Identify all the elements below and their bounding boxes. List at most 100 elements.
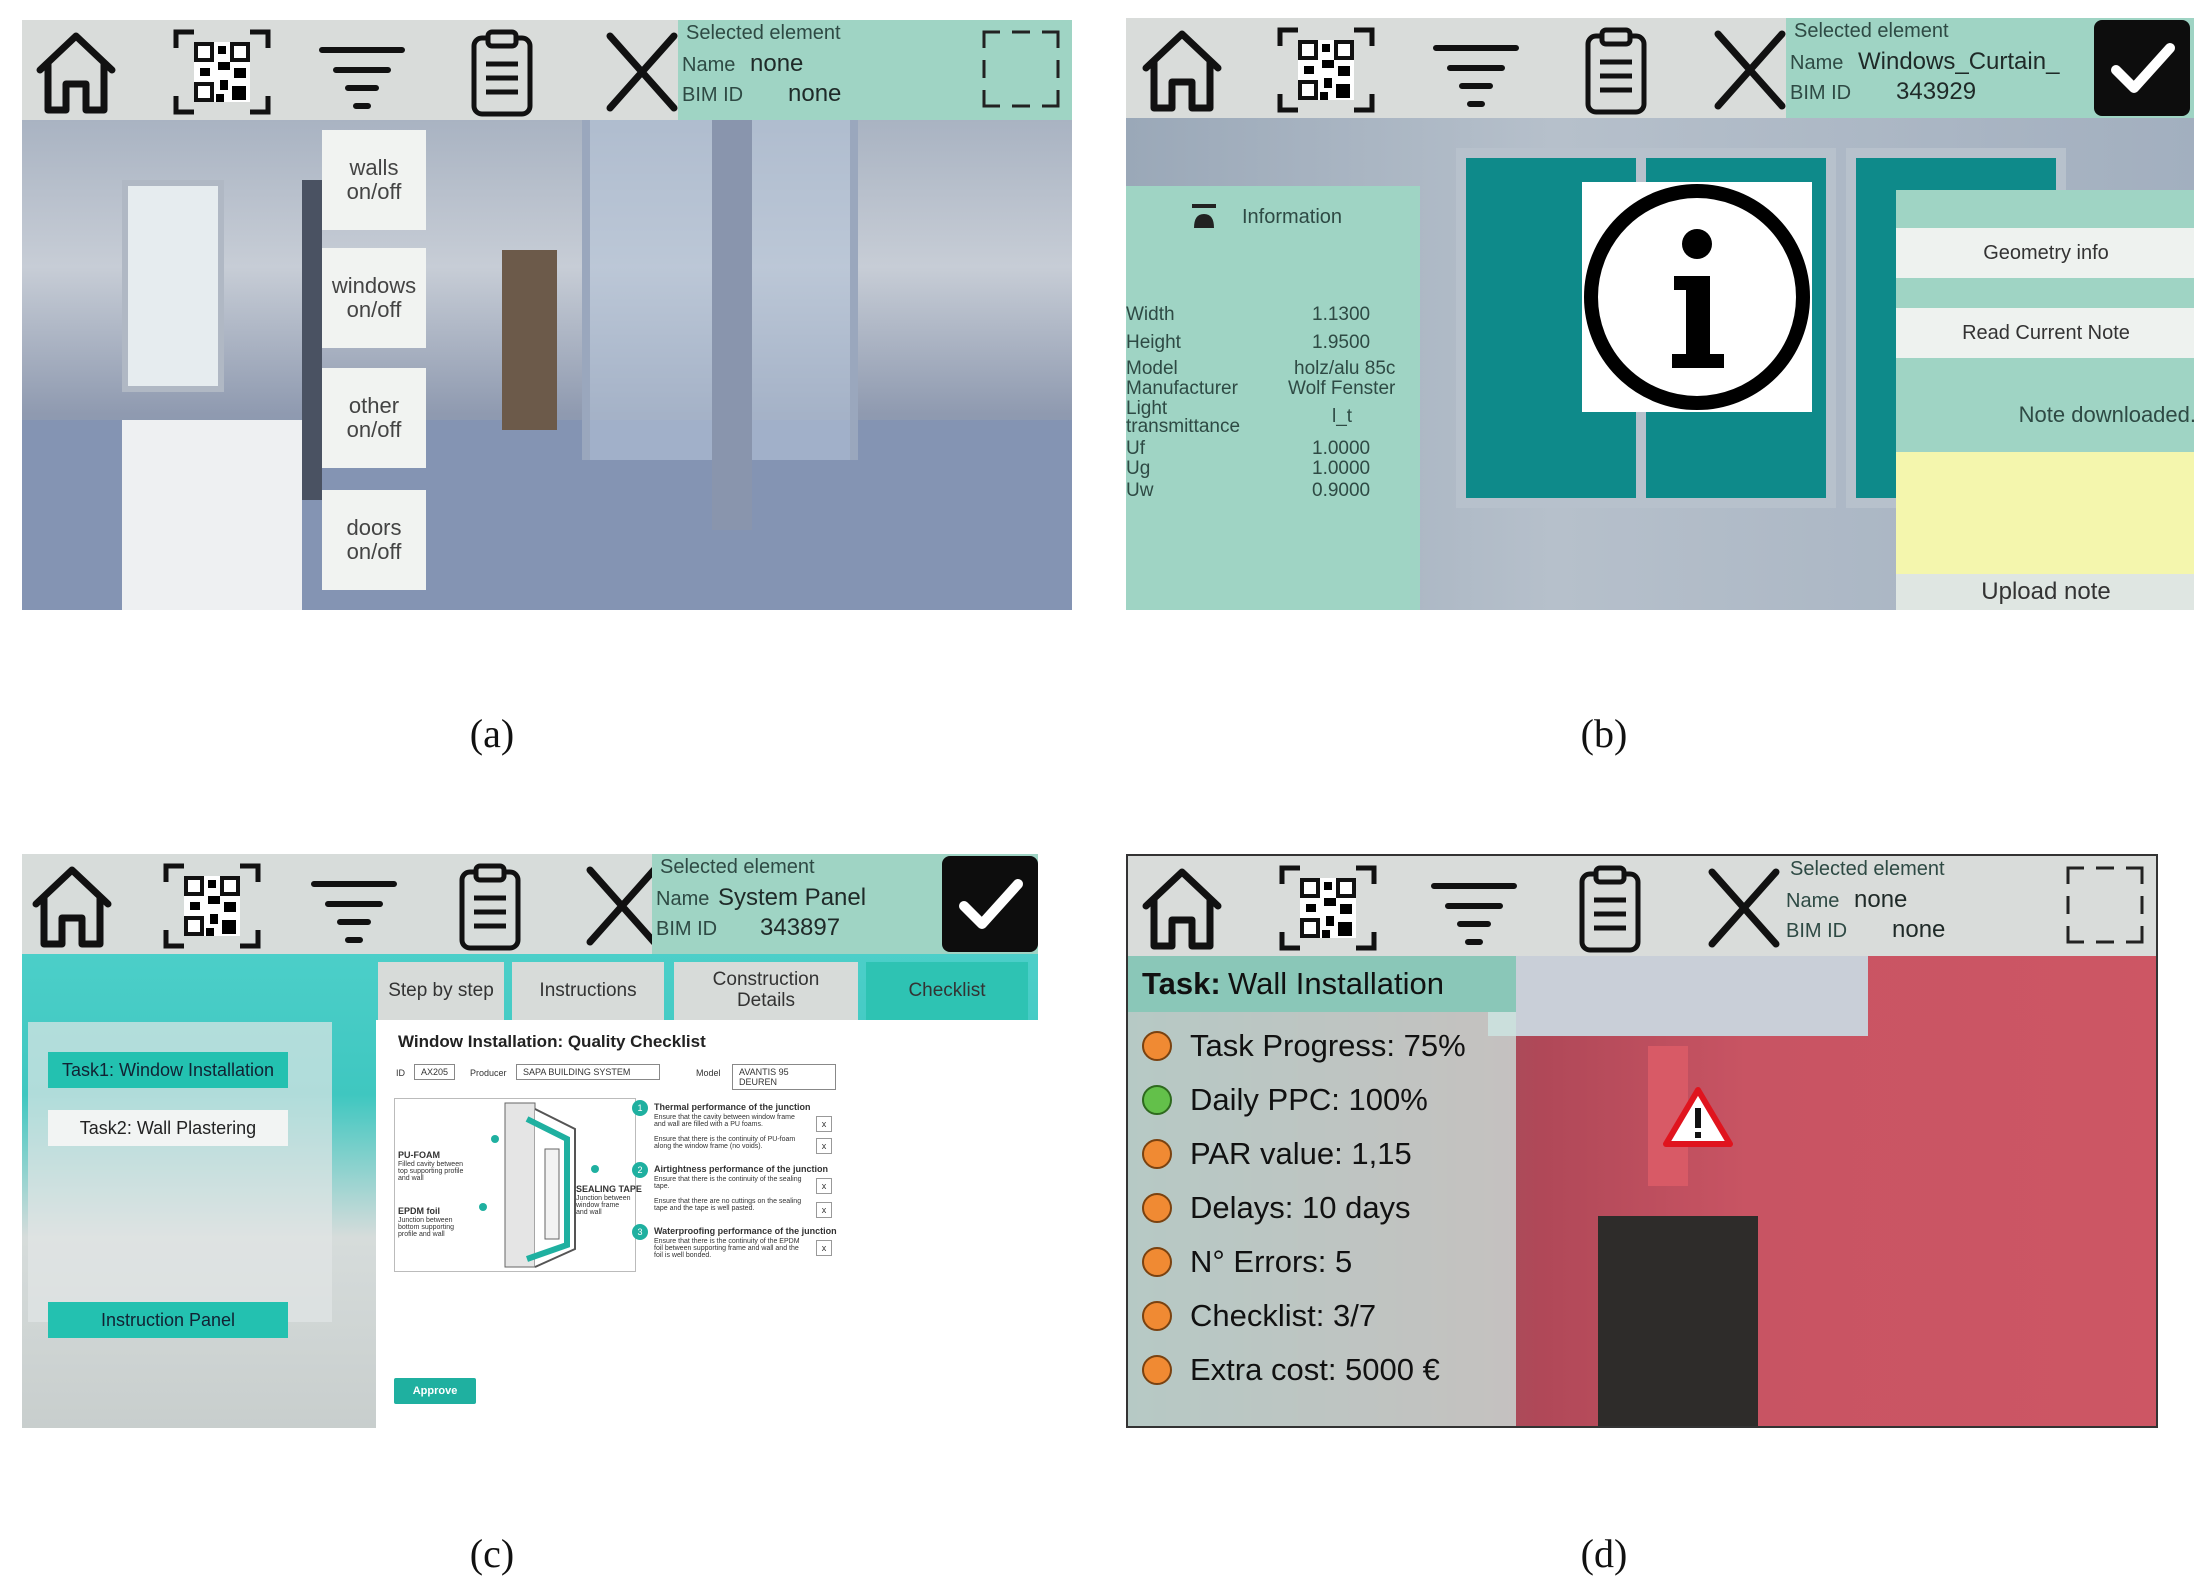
note-text-area[interactable] (1896, 452, 2194, 592)
metric-delays: Delays: 10 days (1142, 1188, 1411, 1228)
check-box[interactable]: x (816, 1202, 832, 1218)
id-label: ID (396, 1068, 405, 1078)
panel-a: Selected element Name none BIM ID none w… (22, 20, 1072, 610)
home-icon[interactable] (26, 26, 126, 118)
selected-element-title: Selected element (660, 856, 815, 878)
check-number: 2 (632, 1162, 648, 1178)
selected-element-title: Selected element (686, 22, 841, 44)
id-field[interactable]: AX205 (414, 1064, 456, 1080)
filter-icon[interactable] (1426, 24, 1526, 116)
metric-daily-ppc: Daily PPC: 100% (1142, 1080, 1428, 1120)
tab-checklist[interactable]: Checklist (866, 962, 1028, 1020)
filter-icon[interactable] (312, 26, 412, 118)
status-dot (1142, 1355, 1172, 1385)
panel-d: Selected element Name none BIM ID none T… (1126, 854, 2158, 1428)
metric-errors: N° Errors: 5 (1142, 1242, 1352, 1282)
doorway (502, 250, 557, 430)
qr-code-icon[interactable] (1278, 862, 1378, 954)
filter-icon[interactable] (304, 860, 404, 952)
read-current-note-button[interactable]: Read Current Note (1896, 308, 2194, 358)
upload-note-button[interactable]: Upload note (1896, 574, 2194, 610)
home-icon[interactable] (1132, 862, 1232, 954)
windows-toggle-button[interactable]: windows on/off (322, 248, 426, 348)
qr-code-icon[interactable] (1276, 24, 1376, 116)
selected-bim-id: 343897 (760, 914, 841, 941)
bim-3d-view[interactable] (22, 120, 1072, 610)
task-item-wall-plastering[interactable]: Task2: Wall Plastering (48, 1110, 288, 1146)
check-box[interactable]: x (816, 1116, 832, 1132)
bim-id-label: BIM ID (656, 918, 718, 940)
close-icon[interactable] (592, 26, 692, 118)
producer-field[interactable]: SAPA BUILDING SYSTEM (516, 1064, 660, 1080)
check-number: 3 (632, 1224, 648, 1240)
close-icon[interactable] (1694, 862, 1794, 954)
home-icon[interactable] (22, 860, 122, 952)
task-item-window-installation[interactable]: Task1: Window Installation (48, 1052, 288, 1088)
empty-frame-icon (2064, 864, 2146, 946)
check-item: Ensure that the cavity between window fr… (654, 1114, 795, 1128)
home-icon[interactable] (1132, 24, 1232, 116)
check-item: Ensure that there is the continuity of t… (654, 1176, 802, 1190)
clipboard-icon[interactable] (440, 860, 540, 952)
qr-code-icon[interactable] (172, 26, 272, 118)
close-icon[interactable] (1700, 24, 1800, 116)
selected-element-box: Selected element Name System Panel BIM I… (652, 854, 1038, 954)
tab-instructions[interactable]: Instructions (512, 962, 664, 1020)
selected-element-title: Selected element (1794, 20, 1949, 42)
walls-toggle-button[interactable]: walls on/off (322, 130, 426, 230)
name-label: Name (682, 54, 736, 76)
check-box[interactable]: x (816, 1178, 832, 1194)
toolbar: Selected element Name none BIM ID none (1128, 856, 2156, 956)
selected-bim-id: 343929 (1896, 78, 1977, 105)
selected-bim-id: none (788, 80, 842, 107)
window-frame (122, 180, 224, 392)
check-title: Airtightness performance of the junction (654, 1164, 829, 1174)
info-title: Information (1242, 206, 1343, 228)
close-icon[interactable] (572, 860, 672, 952)
tab-construction-details[interactable]: Construction Details (674, 962, 858, 1020)
caption-a: (a) (469, 711, 515, 756)
selected-element-box: Selected element Name none BIM ID none (678, 20, 1072, 120)
qr-code-icon[interactable] (162, 860, 262, 952)
warning-icon[interactable] (1662, 1086, 1734, 1148)
other-toggle-button[interactable]: other on/off (322, 368, 426, 468)
doc-title: Window Installation: Quality Checklist (398, 1032, 706, 1051)
checkmark-icon (2094, 20, 2190, 116)
task-header: Task: Wall Installation (1128, 956, 1516, 1012)
corridor-floor (1598, 1216, 1758, 1426)
selected-bim-id: none (1892, 916, 1946, 943)
info-icon[interactable] (1582, 182, 1812, 412)
instruction-panel-button[interactable]: Instruction Panel (48, 1302, 288, 1338)
geometry-info-button[interactable]: Geometry info (1896, 228, 2194, 278)
doors-toggle-button[interactable]: doors on/off (322, 490, 426, 590)
model-field[interactable]: AVANTIS 95 DEUREN (732, 1064, 836, 1090)
check-box[interactable]: x (816, 1240, 832, 1256)
check-title: Thermal performance of the junction (654, 1102, 811, 1112)
clipboard-icon[interactable] (1566, 24, 1666, 116)
check-number: 1 (632, 1100, 648, 1116)
check-box[interactable]: x (816, 1138, 832, 1154)
approve-button[interactable]: Approve (394, 1378, 476, 1404)
clipboard-icon[interactable] (1560, 862, 1660, 954)
bim-id-label: BIM ID (1790, 82, 1852, 104)
clipboard-icon[interactable] (452, 26, 552, 118)
caption-c: (c) (469, 1531, 515, 1576)
metric-extra-cost: Extra cost: 5000 € (1142, 1350, 1440, 1390)
check-item: Ensure that there are no cuttings on the… (654, 1198, 802, 1212)
task-metrics-panel: Task Progress: 75% Daily PPC: 100% PAR v… (1128, 1012, 1516, 1426)
toolbar: Selected element Name System Panel BIM I… (22, 854, 1038, 954)
callout-title: PU-FOAM (398, 1150, 440, 1160)
callout-text: Junction between bottom supporting profi… (398, 1217, 455, 1238)
metric-task-progress: Task Progress: 75% (1142, 1026, 1466, 1066)
metric-par-value: PAR value: 1,15 (1142, 1134, 1412, 1174)
status-dot (1142, 1301, 1172, 1331)
selected-name: System Panel (718, 884, 867, 911)
junction-drawing (394, 1098, 636, 1272)
callout-text: Junction between window frame and wall (576, 1195, 631, 1216)
metric-checklist: Checklist: 3/7 (1142, 1296, 1376, 1336)
caption-b: (b) (1580, 711, 1628, 756)
info-panel-icon (1186, 202, 1222, 232)
tab-step-by-step[interactable]: Step by step (378, 962, 504, 1020)
filter-icon[interactable] (1424, 862, 1524, 954)
